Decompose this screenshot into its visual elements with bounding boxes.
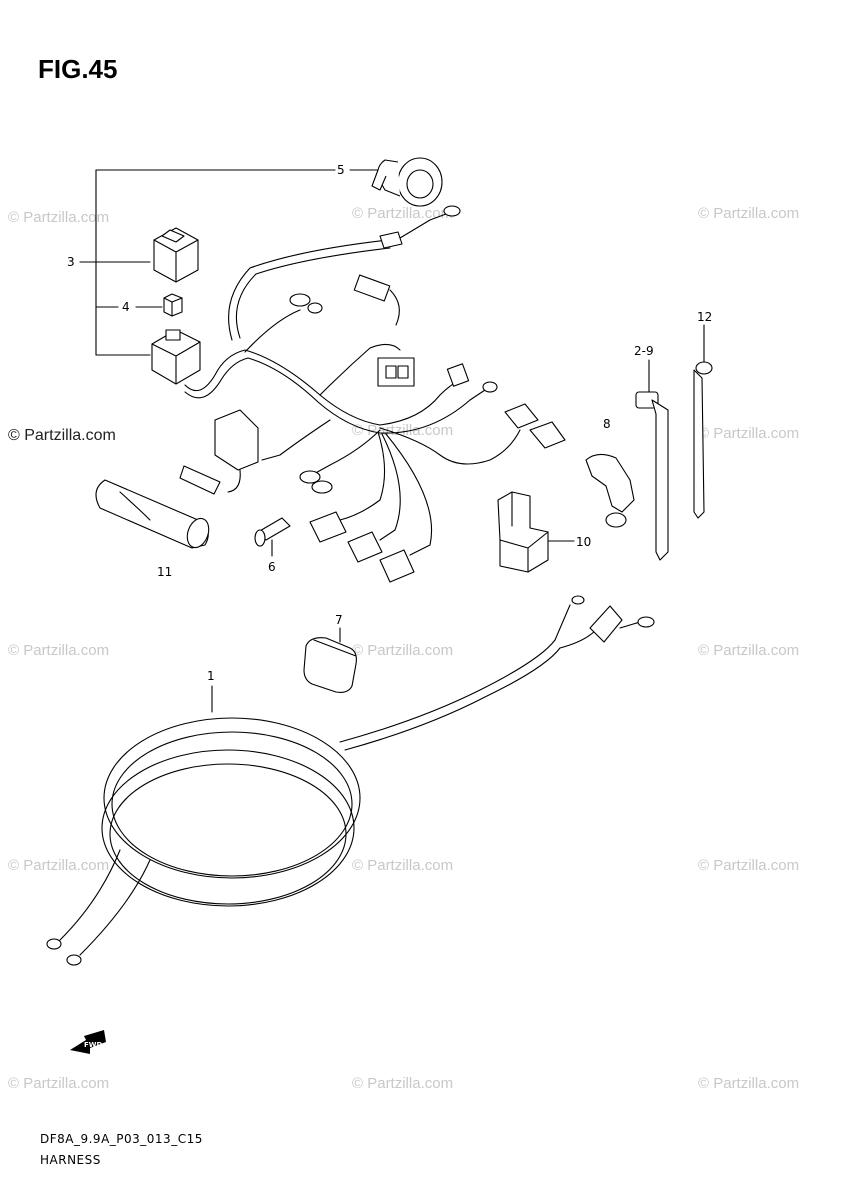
part-11-sleeve — [95, 479, 210, 549]
fwd-arrow: FWD — [70, 1030, 106, 1054]
part-10-bracket-clamp — [497, 491, 549, 573]
watermark-text: © Partzilla.com — [8, 427, 116, 444]
callout-10: 10 — [576, 535, 591, 549]
figure-name: HARNESS — [40, 1153, 101, 1167]
fwd-label: FWD — [84, 1041, 103, 1049]
watermark-text: © Partzilla.com — [8, 642, 109, 659]
part-2-9-cable-tie — [635, 391, 669, 561]
part-5-grommet — [371, 157, 443, 207]
watermark-text: © Partzilla.com — [698, 205, 799, 222]
watermark-text: © Partzilla.com — [352, 1075, 453, 1092]
callout-6: 6 — [268, 560, 276, 574]
part-8-clamp — [585, 453, 635, 528]
callout-4: 4 — [122, 300, 130, 314]
wiring-harness-main — [179, 205, 566, 583]
callout-7: 7 — [335, 613, 343, 627]
watermark-text: © Partzilla.com — [8, 857, 109, 874]
watermark-text: © Partzilla.com — [8, 1075, 109, 1092]
watermarks: © Partzilla.com © Partzilla.com © Partzi… — [8, 205, 799, 1092]
callout-bracket — [79, 169, 393, 356]
part-7-grommet-pad — [303, 637, 357, 693]
watermark-text: © Partzilla.com — [698, 857, 799, 874]
watermark-text: © Partzilla.com — [352, 422, 453, 439]
watermark-text: © Partzilla.com — [352, 857, 453, 874]
watermark-text: © Partzilla.com — [698, 642, 799, 659]
leader-lines — [211, 324, 705, 713]
part-6-clip-pin — [254, 517, 291, 547]
part-3-relay — [153, 227, 199, 283]
callout-3: 3 — [67, 255, 75, 269]
watermark-text: © Partzilla.com — [352, 642, 453, 659]
relay-socket — [151, 329, 201, 385]
callout-11: 11 — [157, 565, 172, 579]
figure-code: DF8A_9.9A_P03_013_C15 — [40, 1132, 203, 1146]
part-4-terminal — [163, 293, 183, 317]
watermark-text: © Partzilla.com — [8, 209, 109, 226]
watermark-text: © Partzilla.com — [698, 1075, 799, 1092]
watermark-text: © Partzilla.com — [352, 205, 453, 222]
callout-2-9: 2-9 — [634, 344, 654, 358]
part-1-battery-cable — [46, 595, 655, 966]
callout-8: 8 — [603, 417, 611, 431]
callout-1: 1 — [207, 669, 215, 683]
callout-5: 5 — [337, 163, 345, 177]
watermark-text: © Partzilla.com — [698, 425, 799, 442]
callout-12: 12 — [697, 310, 712, 324]
figure-title: FIG.45 — [38, 54, 117, 84]
part-12-cable-tie — [693, 361, 713, 519]
